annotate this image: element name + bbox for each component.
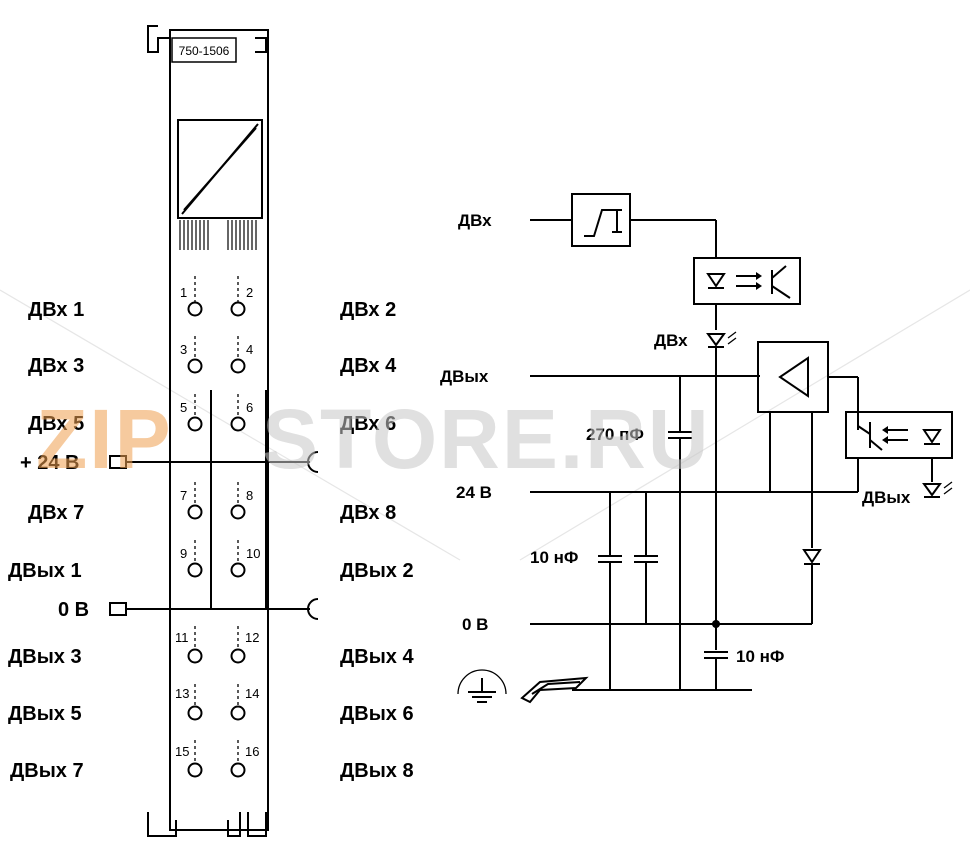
label-do6: ДВых 6: [340, 703, 414, 725]
pin-1: 1: [180, 276, 203, 317]
label-do4: ДВых 4: [340, 646, 414, 668]
svg-text:3: 3: [180, 342, 187, 357]
pin-8: 8: [230, 482, 253, 520]
pin-16: 16: [230, 740, 259, 778]
svg-text:12: 12: [245, 630, 259, 645]
watermark: ZIP STORE.RU: [36, 392, 711, 486]
svg-text:5: 5: [180, 400, 187, 415]
label-do3: ДВых 3: [8, 646, 82, 668]
io-module: 750-1506: [147, 25, 269, 837]
label-do1: ДВых 1: [8, 560, 82, 582]
din-rail-icon: [520, 676, 589, 704]
optocoupler-input: [693, 257, 801, 305]
label-0v: 0 В: [58, 599, 89, 621]
module-housing: [169, 29, 269, 831]
output-driver-block: [757, 341, 829, 413]
pin-10: 10: [230, 540, 260, 578]
schem-cap-270: 270 пФ: [586, 425, 644, 444]
pin-15: 15: [175, 740, 203, 778]
label-di4: ДВх 4: [340, 355, 397, 377]
pin-5: 5: [180, 394, 203, 432]
optocoupler-output: [845, 411, 953, 459]
label-di3: ДВх 3: [28, 355, 84, 377]
model-label-box: [171, 37, 237, 63]
pin-12: 12: [230, 626, 259, 664]
schem-cap-10n-left: 10 нФ: [530, 548, 578, 567]
svg-text:6: 6: [246, 400, 253, 415]
label-di8: ДВх 8: [340, 502, 396, 524]
pin-14: 14: [230, 684, 259, 721]
pin-11: 11: [175, 626, 203, 664]
pin-3: 3: [180, 336, 203, 374]
converter-block: [177, 119, 263, 219]
watermark-right: STORE.RU: [262, 392, 711, 486]
svg-text:1: 1: [180, 285, 187, 300]
svg-text:16: 16: [245, 744, 259, 759]
power-rails: [109, 451, 319, 620]
right-terminal-labels: ДВх 2 ДВх 4 ДВх 6 ДВх 8 ДВых 2 ДВых 4 ДВ…: [340, 299, 414, 782]
svg-text:13: 13: [175, 686, 189, 701]
label-do8: ДВых 8: [340, 760, 414, 782]
schematic: ДВх ДВх ДВых: [440, 193, 953, 704]
pin-7: 7: [180, 482, 203, 520]
background-lines: [0, 289, 970, 561]
label-do5: ДВых 5: [8, 703, 82, 725]
svg-text:4: 4: [246, 342, 253, 357]
label-di7: ДВх 7: [28, 502, 84, 524]
watermark-left: ZIP: [36, 392, 173, 486]
earth-ground-icon: [457, 669, 507, 703]
terminal-pins: 1 2 3 4 5 6 7 8 9 10 11 12 13 14 15 16: [175, 276, 260, 778]
pin-6: 6: [230, 394, 253, 432]
schem-ground-label: 0 В: [462, 615, 488, 634]
svg-text:7: 7: [180, 488, 187, 503]
left-terminal-labels: ДВх 1 ДВх 3 ДВх 5 + 24 В ДВх 7 ДВых 1 0 …: [8, 299, 89, 782]
svg-text:15: 15: [175, 744, 189, 759]
schem-output-label: ДВых: [440, 367, 489, 386]
schem-input-led-label: ДВх: [654, 331, 688, 350]
svg-text:14: 14: [245, 686, 259, 701]
ribbon-connectors: [179, 220, 257, 250]
schem-output-led-label: ДВых: [862, 488, 911, 507]
label-di1: ДВх 1: [28, 299, 84, 321]
label-di5: ДВх 5: [28, 413, 84, 435]
svg-text:11: 11: [175, 630, 189, 645]
pin-13: 13: [175, 684, 203, 721]
schem-supply-label: 24 В: [456, 483, 492, 502]
svg-text:2: 2: [246, 285, 253, 300]
label-do2: ДВых 2: [340, 560, 414, 582]
svg-text:8: 8: [246, 488, 253, 503]
zero-v-terminal: [109, 602, 127, 616]
pin-2: 2: [230, 276, 253, 317]
label-plus-24v: + 24 В: [20, 452, 79, 474]
label-di2: ДВх 2: [340, 299, 396, 321]
svg-text:10: 10: [246, 546, 260, 561]
schem-cap-10n-right: 10 нФ: [736, 647, 784, 666]
label-do7: ДВых 7: [10, 760, 84, 782]
svg-text:9: 9: [180, 546, 187, 561]
label-di6: ДВх 6: [340, 413, 396, 435]
model-label: 750-1506: [179, 44, 230, 58]
filter-block: [571, 193, 631, 247]
pin-4: 4: [230, 336, 253, 374]
schem-input-label: ДВх: [458, 211, 492, 230]
pin-9: 9: [180, 540, 203, 578]
